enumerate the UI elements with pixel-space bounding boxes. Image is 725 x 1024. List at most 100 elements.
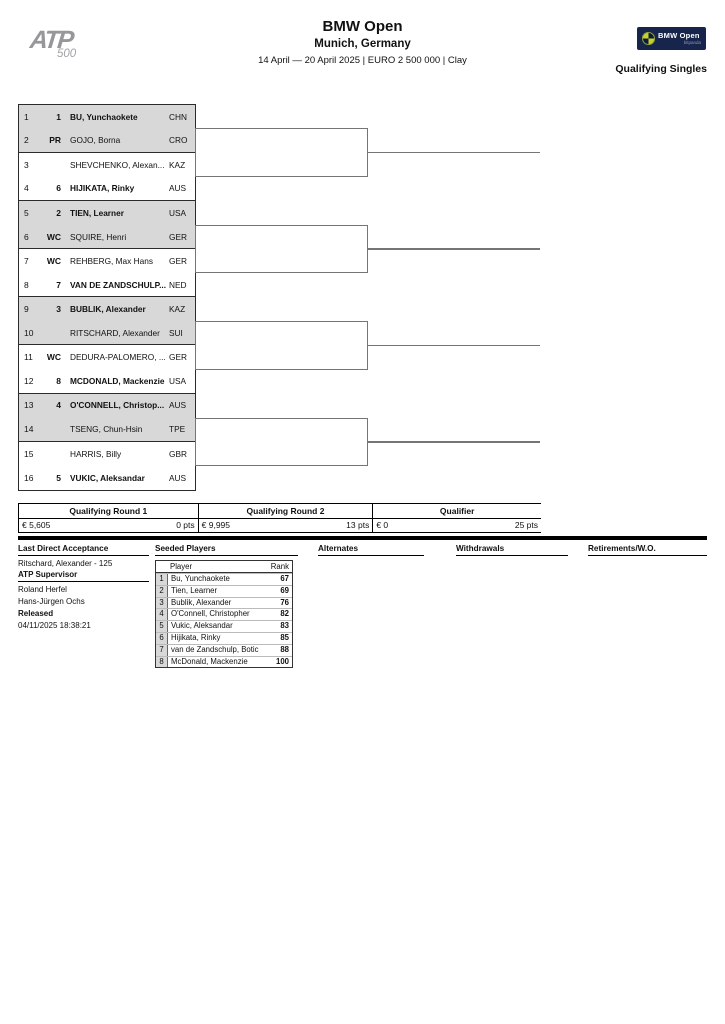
position-number: 11 xyxy=(24,352,33,363)
qualifier-line xyxy=(368,248,540,250)
country-code: GBR xyxy=(169,448,187,459)
player-name: SQUIRE, Henri xyxy=(70,231,127,242)
position-number: 5 xyxy=(24,207,29,218)
seeded-table-header: Player Rank xyxy=(156,561,292,573)
position-number: 3 xyxy=(24,159,29,170)
draw-row: 15 HARRIS, Billy GBR xyxy=(19,442,195,466)
seed-entry-type: WC xyxy=(46,256,61,267)
last-direct-acceptance-title: Last Direct Acceptance xyxy=(18,544,149,556)
seeded-player-rank: 69 xyxy=(280,585,289,595)
position-number: 15 xyxy=(24,448,34,459)
player-name: HARRIS, Billy xyxy=(70,448,122,459)
country-code: CRO xyxy=(169,135,188,146)
seeded-player-name: O'Connell, Christopher xyxy=(171,609,250,619)
bmw-logo-sponsor: bitpanda xyxy=(683,40,701,45)
prize-money: € 5,605 xyxy=(22,520,51,530)
retirements-title: Retirements/W.O. xyxy=(588,544,707,556)
player-name: VAN DE ZANDSCHULP... xyxy=(70,279,167,290)
country-code: USA xyxy=(169,375,187,386)
position-number: 13 xyxy=(24,400,34,411)
player-name: TSENG, Chun-Hsin xyxy=(70,423,143,434)
country-code: USA xyxy=(169,207,187,218)
tournament-details: 14 April — 20 April 2025 | EURO 2 500 00… xyxy=(258,55,467,66)
seeded-player-name: Bu, Yunchaokete xyxy=(171,574,230,583)
seeded-player-name: Tien, Learner xyxy=(171,585,218,595)
atp-500-logo: ATP 500 xyxy=(29,26,77,60)
country-code: CHN xyxy=(169,111,187,122)
seeded-player-rank: 83 xyxy=(280,621,289,631)
alternates-title: Alternates xyxy=(318,544,424,556)
country-code: TPE xyxy=(169,423,186,434)
seed-number: 7 xyxy=(156,644,168,656)
prize-money: € 9,995 xyxy=(201,520,231,530)
tournament-location: Munich, Germany xyxy=(314,38,411,50)
supervisor-name: Roland Herfel xyxy=(18,585,67,594)
released-title: Released xyxy=(18,609,54,618)
last-direct-acceptance-entry: Ritschard, Alexander - 125 xyxy=(18,559,113,568)
player-name: BU, Yunchaokete xyxy=(70,111,138,122)
seeded-player-rank: 67 xyxy=(280,574,289,583)
last-direct-acceptance-section: Last Direct Acceptance Ritschard, Alexan… xyxy=(18,544,149,630)
seed-entry-type: WC xyxy=(46,352,61,363)
player-name: O'CONNELL, Christop... xyxy=(70,400,165,411)
seeded-player-name: Bublik, Alexander xyxy=(171,597,232,607)
round2-box xyxy=(195,321,368,370)
seed-entry-type: 4 xyxy=(56,400,61,411)
draw-row: 14 TSENG, Chun-Hsin TPE xyxy=(19,417,195,441)
position-number: 6 xyxy=(24,231,29,242)
seeded-player-rank: 76 xyxy=(280,597,289,607)
country-code: GER xyxy=(169,256,187,267)
country-code: AUS xyxy=(169,472,187,483)
seeded-player-name: Vukic, Aleksandar xyxy=(171,621,233,631)
seed-entry-type: 2 xyxy=(56,207,61,218)
ranking-points: 25 pts xyxy=(514,520,538,530)
position-number: 8 xyxy=(24,279,29,290)
seed-number: 3 xyxy=(156,597,168,609)
round2-box xyxy=(195,417,368,466)
position-number: 1 xyxy=(24,111,29,122)
tennis-ball-icon xyxy=(642,32,655,45)
withdrawals-title: Withdrawals xyxy=(456,544,568,556)
position-number: 10 xyxy=(24,327,34,338)
position-number: 4 xyxy=(24,183,29,194)
seed-number: 4 xyxy=(156,609,168,621)
qualifier-line xyxy=(368,151,540,154)
position-number: 14 xyxy=(24,423,34,434)
position-number: 9 xyxy=(24,304,29,315)
seed-entry-type: 7 xyxy=(56,279,61,290)
seeded-players-title: Seeded Players xyxy=(155,544,298,556)
position-number: 2 xyxy=(24,135,29,146)
seeded-player-name: Hijikata, Rinky xyxy=(171,632,221,642)
player-name: MCDONALD, Mackenzie xyxy=(70,375,165,386)
position-number: 12 xyxy=(24,375,34,386)
country-code: AUS xyxy=(169,183,187,194)
